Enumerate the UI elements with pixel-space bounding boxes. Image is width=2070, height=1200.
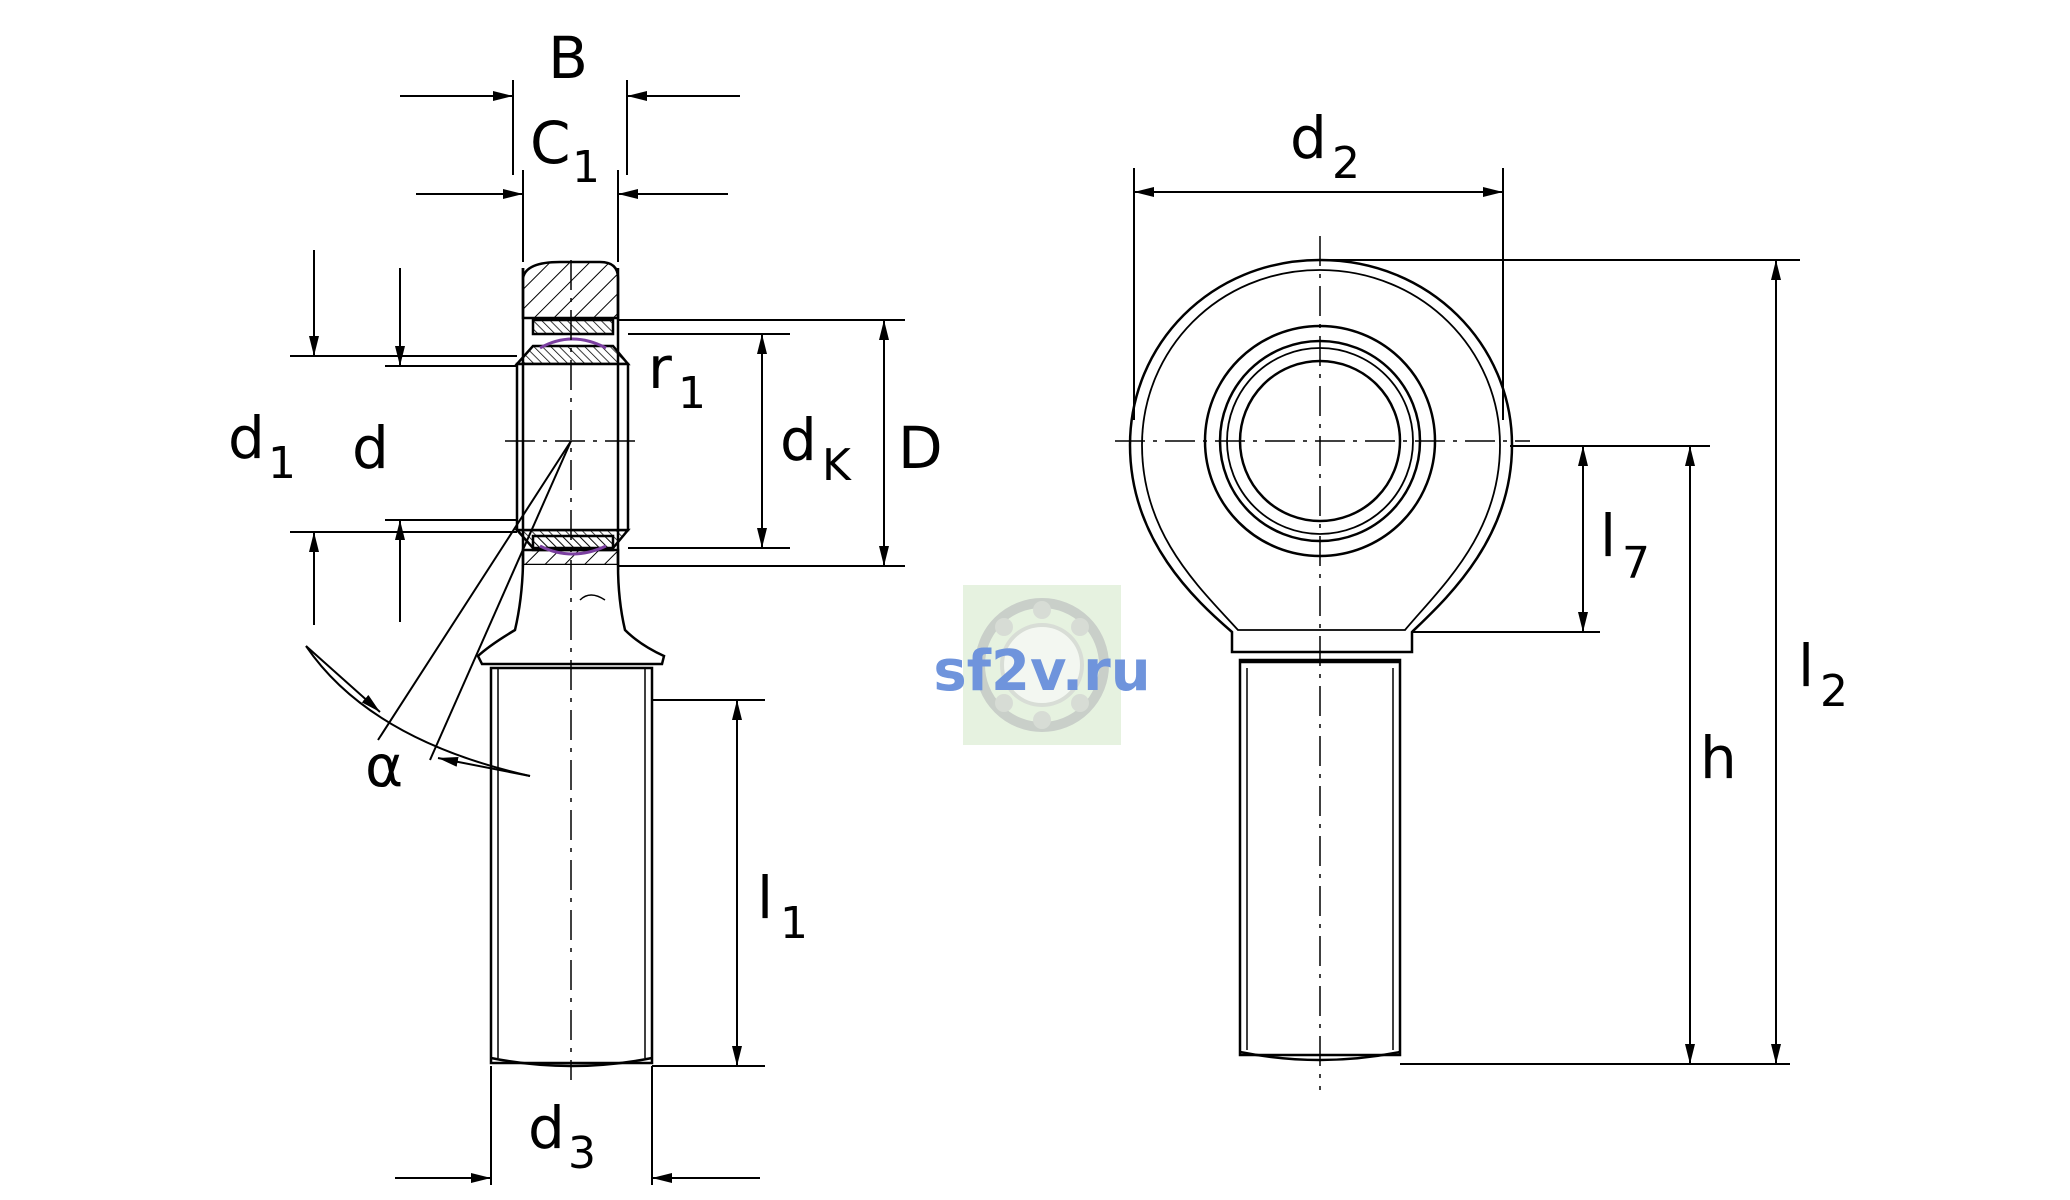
ball-bottom [514, 528, 631, 550]
tilt-line-1 [377, 440, 572, 741]
label-d2-sub: 2 [1332, 138, 1360, 189]
ball-top [514, 344, 631, 366]
label-d1: d [228, 404, 265, 472]
liner-bottom [539, 544, 607, 556]
label-d3: d [528, 1094, 565, 1162]
label-l7: l [1600, 502, 1616, 570]
label-l1: l [757, 864, 773, 932]
label-C1: C [530, 109, 571, 177]
label-l2: l [1798, 632, 1814, 700]
label-C1-sub: 1 [572, 142, 600, 193]
label-dK-sub: K [822, 440, 852, 491]
label-r1-sub: 1 [678, 368, 706, 419]
section-view [377, 260, 666, 1080]
label-B: B [548, 24, 588, 92]
label-d3-sub: 3 [568, 1128, 596, 1179]
label-h: h [1700, 724, 1737, 792]
label-alpha: α [365, 732, 403, 800]
liner-top [539, 337, 607, 350]
tilt-line-2 [429, 440, 572, 761]
label-d2: d [1290, 104, 1327, 172]
label-l1-sub: 1 [780, 898, 808, 949]
front-view [1115, 236, 1530, 1090]
label-D: D [898, 414, 943, 482]
label-l2-sub: 2 [1820, 666, 1848, 717]
label-d: d [352, 414, 389, 482]
watermark-logo: sf2v.ru [933, 585, 1151, 745]
watermark-text: sf2v.ru [933, 639, 1150, 704]
label-l7-sub: 7 [1622, 538, 1650, 589]
section-labels: B C 1 d 1 d r 1 d K D α l 1 d 3 [228, 24, 943, 1179]
label-dK: d [780, 406, 817, 474]
section-dimensions [290, 80, 905, 1185]
outer-race-top [531, 318, 615, 336]
eye-inner-contour [1141, 269, 1501, 631]
label-r1: r [648, 334, 672, 402]
label-d1-sub: 1 [268, 438, 296, 489]
eye-outer [1128, 258, 1514, 654]
front-labels: d 2 l 7 h l 2 [1290, 104, 1848, 792]
front-dimensions [1133, 168, 1800, 1065]
inner-ring [515, 362, 630, 532]
